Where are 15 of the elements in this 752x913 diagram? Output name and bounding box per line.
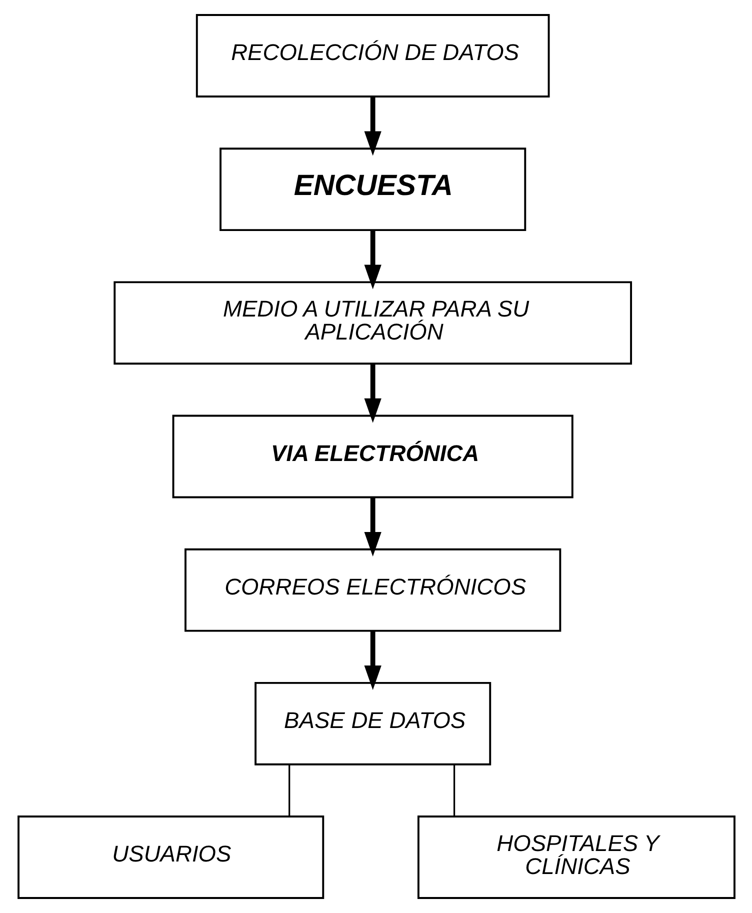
connector	[288, 764, 290, 816]
node-box: HOSPITALES Y CLÍNICAS	[416, 816, 735, 899]
node-box: MEDIO A UTILIZAR PARA SU APLICACIÓN	[113, 281, 632, 365]
arrow	[364, 497, 381, 556]
arrow	[364, 96, 381, 156]
node-box: BASE DE DATOS	[254, 682, 491, 766]
arrow	[364, 230, 381, 290]
node-box: CORREOS ELECTRÓNICOS	[184, 548, 561, 632]
node-box: ENCUESTA	[219, 148, 526, 232]
node-box: USUARIOS	[17, 816, 324, 899]
connector	[452, 764, 455, 816]
arrow	[364, 364, 381, 423]
node-box: VIA ELECTRÓNICA	[172, 414, 573, 498]
node-box: RECOLECCIÓN DE DATOS	[195, 14, 550, 98]
arrow	[364, 630, 381, 690]
